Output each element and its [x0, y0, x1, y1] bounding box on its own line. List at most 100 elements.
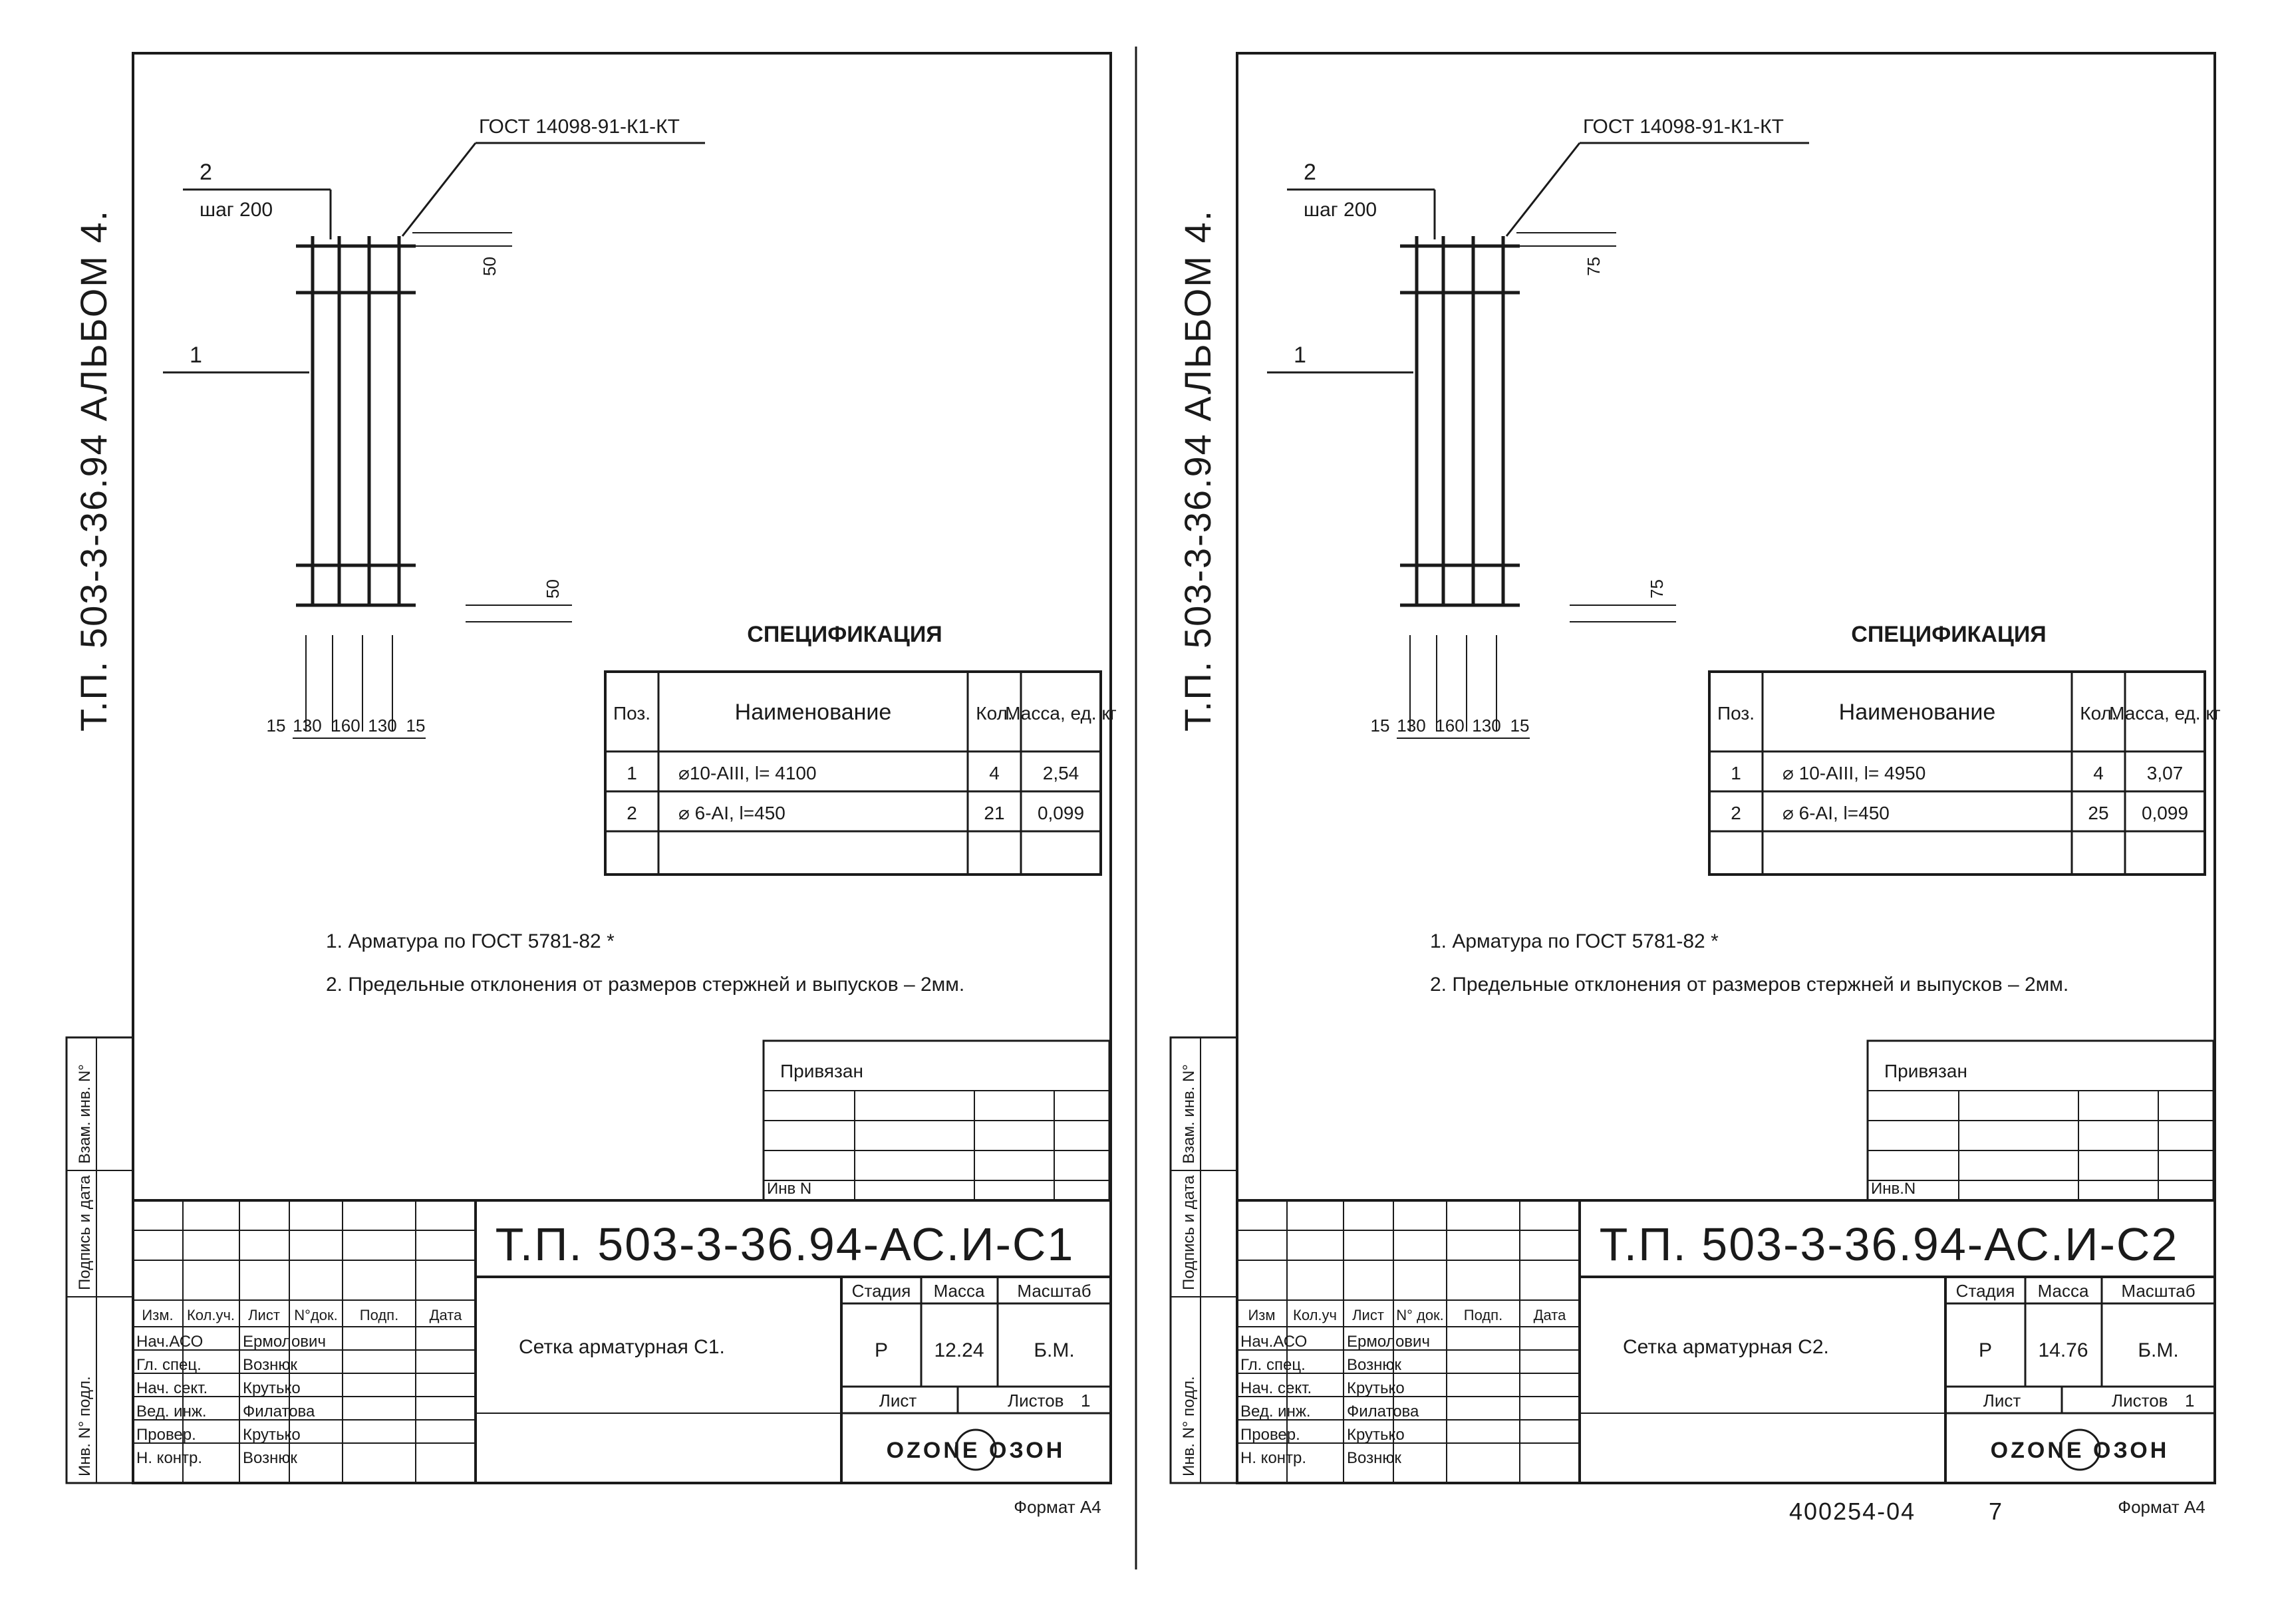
- sig-header: Изм.: [142, 1307, 173, 1323]
- sig-role: Провер.: [136, 1426, 196, 1444]
- pos2-label: 2: [200, 160, 212, 185]
- ozone-logo: OZONE ОЗОН: [1991, 1428, 2166, 1471]
- sig-header: Лист: [1352, 1307, 1384, 1323]
- sig-name: Ермолович: [243, 1333, 326, 1351]
- sig-name: Крутько: [1347, 1426, 1405, 1444]
- stage-header: Масштаб: [1017, 1281, 1091, 1301]
- dim-bottom: 75: [1647, 579, 1667, 599]
- ozone-logo-mark: [2059, 1428, 2101, 1471]
- sig-header: N° док.: [1396, 1307, 1444, 1323]
- spec-title: СПЕЦИФИКАЦИЯ: [1851, 622, 2046, 647]
- stage-header: Масса: [2038, 1281, 2089, 1301]
- sig-name: Вознюк: [243, 1449, 297, 1467]
- stage-value: 12.24: [934, 1339, 984, 1361]
- spec-cell: ⌀ 10-АIII, l= 4950: [1782, 763, 1925, 783]
- sig-name: Вознюк: [243, 1356, 297, 1374]
- spec-header-name: Наименование: [735, 700, 892, 725]
- sig-header: Изм: [1248, 1307, 1275, 1323]
- note-1: 1. Арматура по ГОСТ 5781-82 *: [326, 930, 615, 952]
- spec-cell: 1: [627, 763, 637, 783]
- sig-role: Н. контр.: [1240, 1449, 1306, 1467]
- spec-header-pos: Поз.: [613, 703, 650, 724]
- dim-top: 75: [1584, 257, 1604, 276]
- sig-role: Нач. сект.: [1240, 1379, 1312, 1397]
- pitch-label: шаг 200: [200, 199, 273, 221]
- gost-callout: ГОСТ 14098-91-К1-КТ: [479, 116, 680, 138]
- sig-role: Нач. сект.: [136, 1379, 208, 1397]
- sheet-frame: [132, 52, 1112, 1484]
- sheets-value: 1: [1081, 1391, 1090, 1411]
- gost-leader: [401, 142, 477, 237]
- left-stamp-label: Взам. инв. N°: [76, 1064, 94, 1164]
- stage-header: Масса: [934, 1281, 985, 1301]
- bottom-dim: 160: [1435, 716, 1464, 736]
- spec-title: СПЕЦИФИКАЦИЯ: [747, 622, 942, 647]
- bottom-dim: 130: [293, 716, 321, 736]
- sig-header: Подп.: [360, 1307, 398, 1323]
- spec-cell: 4: [2093, 763, 2104, 783]
- left-stamp-label: Подпись и дата: [76, 1175, 94, 1290]
- sig-name: Филатова: [243, 1403, 315, 1421]
- sig-role: Н. контр.: [136, 1449, 202, 1467]
- archive-sheet: 7: [1989, 1498, 2002, 1525]
- sig-role: Гл. спец.: [136, 1356, 202, 1374]
- sig-header: Дата: [430, 1307, 462, 1323]
- spec-cell: 0,099: [2142, 803, 2188, 823]
- pitch-label: шаг 200: [1304, 199, 1377, 221]
- spec-header-name: Наименование: [1839, 700, 1996, 725]
- sig-name: Крутько: [243, 1379, 301, 1397]
- sig-role: Нач.АСО: [1240, 1333, 1307, 1351]
- bottom-dim: 160: [331, 716, 360, 736]
- ozone-logo-mark: [954, 1428, 997, 1471]
- spec-header-pos: Поз.: [1717, 703, 1755, 724]
- spec-header-mass: Масса, ед. кг: [1005, 703, 1117, 724]
- inv-n-label: Инв.N: [1871, 1180, 1916, 1198]
- pos1-label: 1: [1294, 342, 1306, 368]
- gost-leader: [1505, 142, 1581, 237]
- sig-header: N°док.: [294, 1307, 338, 1323]
- left-stamp-label: Взам. инв. N°: [1180, 1064, 1198, 1164]
- stage-value: Б.М.: [1034, 1339, 1074, 1361]
- stage-header: Масштаб: [2121, 1281, 2195, 1301]
- drawing-name: Сетка арматурная С1.: [519, 1336, 725, 1358]
- spec-table: [1708, 670, 2206, 876]
- spec-cell: ⌀ 6-АI, l=450: [678, 803, 785, 823]
- ozone-logo: OZONE ОЗОН: [887, 1428, 1062, 1471]
- stage-value: Б.М.: [2138, 1339, 2178, 1361]
- gost-callout: ГОСТ 14098-91-К1-КТ: [1583, 116, 1784, 138]
- bottom-dim: 130: [368, 716, 396, 736]
- note-1: 1. Арматура по ГОСТ 5781-82 *: [1430, 930, 1719, 952]
- sig-header: Кол.уч: [1293, 1307, 1337, 1323]
- spec-header-mass: Масса, ед. кг: [2109, 703, 2221, 724]
- bottom-dim: 15: [1371, 716, 1390, 736]
- spec-header-qty: Кол.: [976, 703, 1012, 724]
- spec-cell: 25: [2088, 803, 2108, 823]
- left-stamp-label: Подпись и дата: [1180, 1175, 1198, 1290]
- dim-bottom: 50: [543, 579, 563, 599]
- sig-name: Крутько: [1347, 1379, 1405, 1397]
- doc-code: Т.П. 503-3-36.94-АС.И-С2: [1600, 1218, 2179, 1270]
- bottom-dim: 15: [267, 716, 286, 736]
- spec-cell: ⌀10-АIII, l= 4100: [678, 763, 817, 783]
- privyazan-label: Привязан: [1884, 1061, 1967, 1081]
- sig-role: Вед. инж.: [1240, 1403, 1311, 1421]
- sig-role: Провер.: [1240, 1426, 1300, 1444]
- sig-name: Вознюк: [1347, 1449, 1401, 1467]
- sig-name: Вознюк: [1347, 1356, 1401, 1374]
- privyazan-label: Привязан: [780, 1061, 863, 1081]
- spec-cell: 1: [1731, 763, 1741, 783]
- spec-header-qty: Кол.: [2080, 703, 2116, 724]
- sig-name: Филатова: [1347, 1403, 1419, 1421]
- note-2: 2. Предельные отклонения от размеров сте…: [1430, 974, 2068, 996]
- archive-number: 400254-04: [1789, 1498, 1916, 1525]
- bottom-dim: 130: [1472, 716, 1500, 736]
- sig-header: Кол.уч.: [187, 1307, 235, 1323]
- sig-name: Крутько: [243, 1426, 301, 1444]
- spec-cell: ⌀ 6-АI, l=450: [1782, 803, 1890, 823]
- pos2-label: 2: [1304, 160, 1316, 185]
- stage-header: Стадия: [1956, 1281, 2015, 1301]
- side-title: Т.П. 503-3-36.94 АЛЬБОМ 4.: [1177, 209, 1218, 732]
- sheet-2: Т.П. 503-3-36.94 АЛЬБОМ 4. 2 шаг 200 1 ГОСТ …: [1169, 52, 2221, 1517]
- bottom-dim: 15: [1510, 716, 1530, 736]
